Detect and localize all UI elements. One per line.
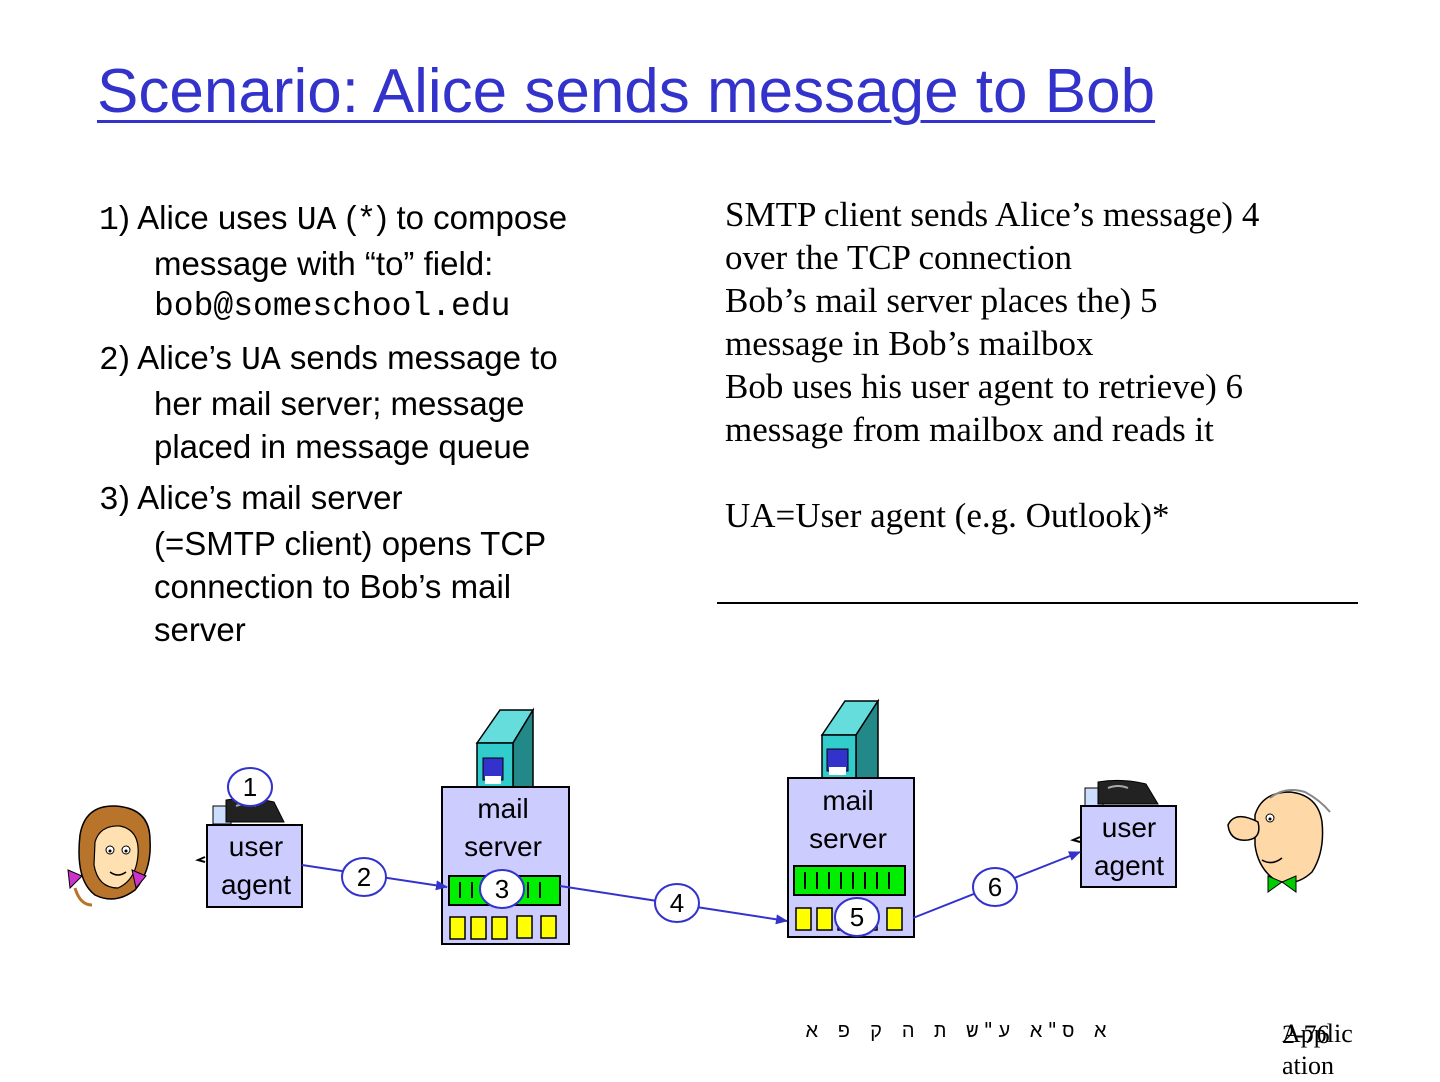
step-1: 1) Alice uses UA (*) to compose message …	[99, 196, 689, 328]
email-address: bob@someschool.edu	[154, 288, 511, 325]
step-number: 3	[99, 482, 119, 519]
step-5-line-b: message in Bob’s mailbox	[725, 324, 1094, 363]
step-number: 2	[99, 342, 119, 379]
step-4-line-a: SMTP client sends Alice’s message) 4	[725, 195, 1260, 234]
slide-title: Scenario: Alice sends message to Bob	[97, 57, 1156, 126]
bob-icon	[1227, 789, 1331, 893]
step-marker-1	[227, 767, 273, 807]
alice-icon	[67, 805, 151, 907]
step-marker-5-label: 5	[850, 902, 864, 932]
mailboxes	[449, 915, 557, 940]
step-marker-4-label: 4	[670, 888, 684, 918]
ms-label-4: server	[809, 823, 887, 854]
step-marker-6	[972, 867, 1018, 907]
ms-label-2: server	[464, 831, 542, 862]
ms-label-3: mail	[822, 785, 873, 816]
alice-server-icon	[475, 707, 535, 791]
ua-term: UA	[296, 202, 337, 239]
step-marker-1-label: 1	[243, 772, 257, 802]
footer-section: Applic ation	[1282, 1019, 1353, 1080]
alice-user-agent-box	[206, 824, 303, 908]
step-marker-2-label: 2	[357, 862, 371, 892]
step-marker-2	[341, 857, 387, 897]
divider-line	[717, 602, 1358, 604]
ua-label-2: agent	[221, 869, 291, 900]
bob-message-queue	[793, 865, 906, 896]
step-number: 1	[99, 202, 119, 239]
step-4-line-b: over the TCP connection	[725, 238, 1073, 277]
ua-label-4: agent	[1094, 850, 1164, 881]
footer-hebrew: א ס"א ע"ש ת ה ק פ א	[806, 1018, 1111, 1042]
step-marker-5	[834, 897, 880, 937]
step-2: 2) Alice’s UA sends message to her mail …	[99, 339, 558, 465]
ua-term: UA	[241, 342, 281, 379]
ua-label-3: user	[1102, 812, 1156, 843]
ms-label-1: mail	[477, 793, 528, 824]
bob-server-icon	[820, 698, 880, 781]
step-marker-4	[654, 883, 700, 923]
step-marker-6-label: 6	[988, 872, 1002, 902]
step-3: 3) Alice’s mail server (=SMTP client) op…	[99, 479, 547, 648]
step-5-line-a: Bob’s mail server places the) 5	[725, 281, 1158, 320]
ua-footnote: UA=User agent (e.g. Outlook)*	[725, 496, 1170, 535]
bob-user-agent-box	[1080, 805, 1177, 888]
step-6-line-a: Bob uses his user agent to retrieve) 6	[725, 367, 1244, 406]
steps-list: 1) Alice uses UA (*) to compose message …	[99, 196, 689, 659]
bob-pc-icon	[1084, 779, 1159, 807]
footer-page-number: 2-76	[1282, 1020, 1330, 1049]
steps-continued: SMTP client sends Alice’s message) 4 ove…	[725, 193, 1365, 537]
step-marker-3	[479, 869, 525, 909]
ua-label-1: user	[229, 831, 283, 862]
step-marker-3-label: 3	[495, 874, 509, 904]
step-6-line-b: message from mailbox and reads it	[725, 410, 1214, 449]
